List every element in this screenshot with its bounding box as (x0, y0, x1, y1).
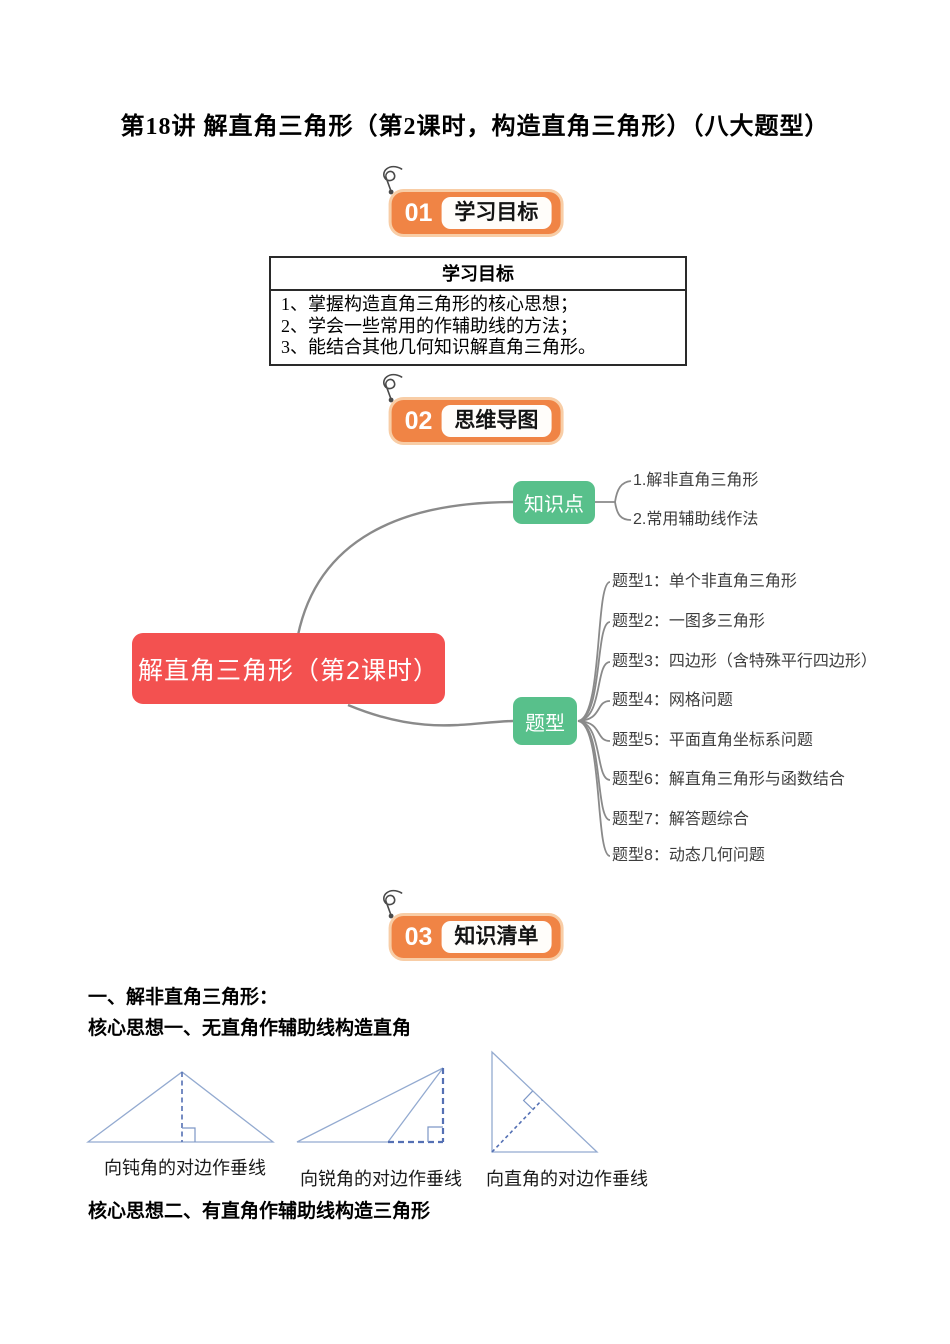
goals-table-header: 学习目标 (271, 258, 685, 291)
figure-caption: 向直角的对边作垂线 (486, 1169, 648, 1189)
type-item: 题型2：一图多三角形 (612, 613, 765, 630)
section-badge-02: 02 思维导图 (383, 373, 561, 443)
badge-label: 学习目标 (441, 197, 552, 230)
badge-number: 03 (404, 922, 433, 951)
type-item: 题型4：网格问题 (612, 692, 733, 709)
goals-item: 1、掌握构造直角三角形的核心思想； (281, 294, 578, 314)
mindmap-knowledge-node: 知识点 (513, 481, 595, 524)
section-badge-01: 01 学习目标 (383, 165, 561, 235)
learning-goals-table: 学习目标 1、掌握构造直角三角形的核心思想； 2、学会一些常用的作辅助线的方法；… (269, 256, 687, 366)
knowledge-item: 2.常用辅助线作法 (633, 511, 759, 528)
mindmap-root-node: 解直角三角形（第2课时） (132, 633, 445, 704)
figure-caption: 向锐角的对边作垂线 (300, 1169, 462, 1189)
type-item: 题型5：平面直角坐标系问题 (612, 732, 813, 749)
core-idea-1-heading: 核心思想一、无直角作辅助线构造直角 (88, 1018, 412, 1039)
badge-label: 思维导图 (441, 405, 552, 438)
page-title: 第18讲 解直角三角形（第2课时，构造直角三角形）（八大题型） (120, 114, 830, 140)
badge-number: 02 (404, 406, 433, 435)
figure-caption: 向钝角的对边作垂线 (104, 1158, 266, 1178)
badge-body: 03 知识清单 (391, 916, 561, 959)
type-item: 题型8：动态几何问题 (612, 847, 765, 864)
knowledge-item: 1.解非直角三角形 (633, 472, 759, 489)
badge-number: 01 (404, 198, 433, 227)
section-heading: 一、解非直角三角形： (88, 987, 279, 1008)
goals-table-body: 1、掌握构造直角三角形的核心思想； 2、学会一些常用的作辅助线的方法； 3、能结… (271, 291, 685, 364)
section-badge-03: 03 知识清单 (383, 889, 561, 959)
badge-label: 知识清单 (441, 921, 552, 954)
squiggle-clip-icon (383, 165, 403, 195)
mindmap-connectors (296, 480, 632, 857)
badge-body: 01 学习目标 (391, 192, 561, 235)
type-item: 题型6：解直角三角形与函数结合 (612, 771, 845, 788)
type-item: 题型1：单个非直角三角形 (612, 573, 797, 590)
type-item: 题型7：解答题综合 (612, 811, 749, 828)
core-idea-2-heading: 核心思想二、有直角作辅助线构造三角形 (88, 1201, 431, 1222)
mindmap: 解直角三角形（第2课时） 知识点 题型 1.解非直角三角形 2.常用辅助线作法 … (0, 455, 950, 885)
triangle-figures: 向钝角的对边作垂线 向锐角的对边作垂线 向直角的对边作垂线 (0, 1040, 950, 1200)
mindmap-types-node: 题型 (513, 697, 577, 745)
triangle-diagrams-svg (86, 1050, 599, 1153)
badge-body: 02 思维导图 (391, 400, 561, 443)
type-item: 题型3：四边形（含特殊平行四边形） (612, 653, 877, 670)
squiggle-clip-icon (383, 889, 403, 919)
goals-item: 3、能结合其他几何知识解直角三角形。 (281, 337, 596, 358)
squiggle-clip-icon (383, 373, 403, 403)
goals-item: 2、学会一些常用的作辅助线的方法； (281, 315, 578, 336)
